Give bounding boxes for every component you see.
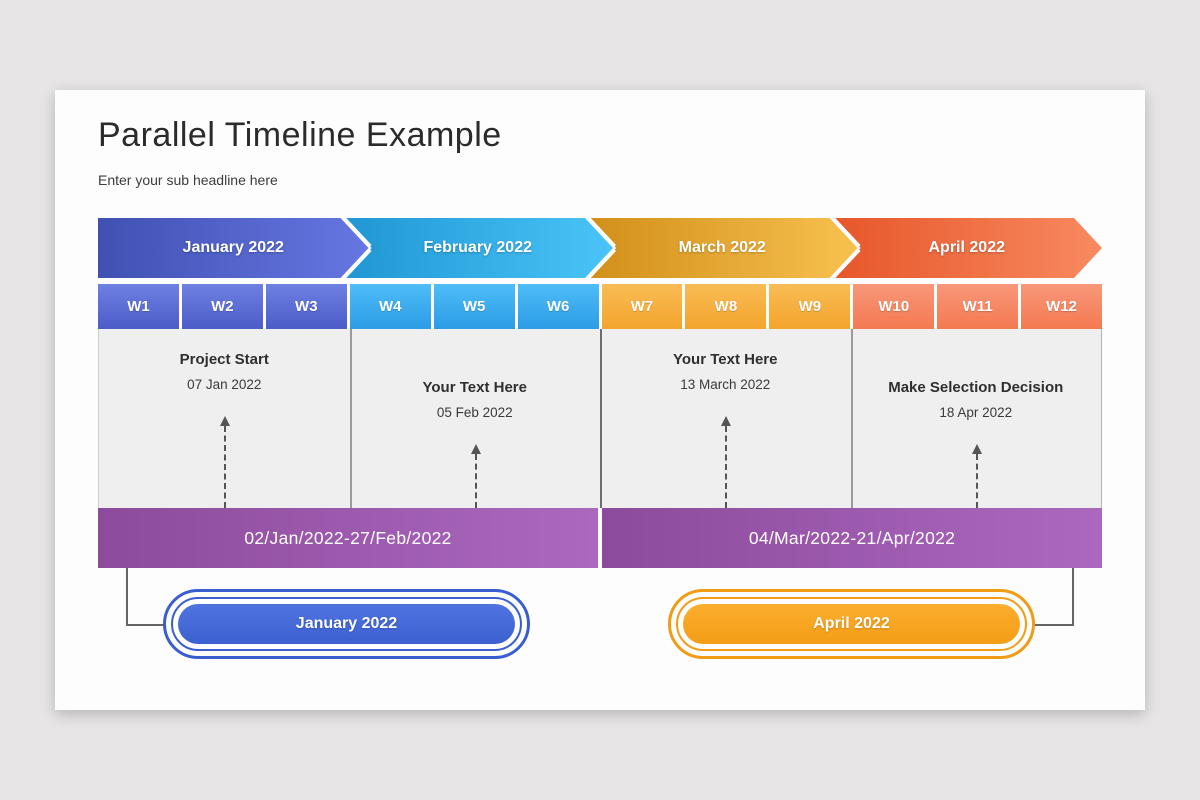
- week-cell-w12: W12: [1021, 284, 1103, 329]
- badge-footer: January 2022 April 2022: [98, 568, 1102, 698]
- badge-january-2022: January 2022: [163, 589, 530, 659]
- milestone-title: Your Text Here: [422, 379, 527, 396]
- week-cell-w8: W8: [685, 284, 767, 329]
- month-arrow-shape: March 2022: [587, 218, 858, 278]
- month-arrow-march: March 2022: [587, 218, 858, 278]
- connector-line: [126, 624, 166, 626]
- date-range-bar-2: 04/Mar/2022-21/Apr/2022: [602, 508, 1102, 568]
- dashed-up-arrow-icon: [220, 416, 231, 508]
- page-subtitle: Enter your sub headline here: [98, 172, 278, 188]
- badge-label: January 2022: [178, 604, 515, 644]
- dashed-up-arrow-icon: [721, 416, 732, 508]
- dashed-up-arrow-icon: [971, 444, 982, 508]
- column-divider: [349, 329, 352, 508]
- month-label: February 2022: [423, 239, 532, 256]
- badge-ring: January 2022: [171, 597, 522, 651]
- week-cell-w10: W10: [853, 284, 935, 329]
- connector-line: [126, 568, 128, 626]
- milestone-title: Make Selection Decision: [888, 379, 1064, 396]
- month-label: January 2022: [182, 239, 284, 256]
- column-divider-mid: [600, 329, 602, 508]
- month-arrow-shape: April 2022: [832, 218, 1103, 278]
- connector-line: [1072, 568, 1074, 626]
- week-cell-w5: W5: [433, 284, 515, 329]
- date-range-label: 04/Mar/2022-21/Apr/2022: [748, 527, 956, 548]
- milestone-project-start: Project Start 07 Jan 2022: [99, 329, 350, 508]
- date-range-bar-1: 02/Jan/2022-27/Feb/2022: [98, 508, 598, 568]
- column-divider: [850, 329, 853, 508]
- month-arrow-row: January 2022 February 2022 March 2022 Ap…: [98, 218, 1102, 278]
- milestone-date: 07 Jan 2022: [187, 377, 262, 392]
- milestone-feb: Your Text Here 05 Feb 2022: [350, 329, 601, 508]
- week-cell-w1: W1: [98, 284, 179, 329]
- month-arrow-shape: January 2022: [98, 218, 369, 278]
- month-label: March 2022: [678, 239, 766, 256]
- month-arrow-april: April 2022: [832, 218, 1103, 278]
- date-range-label: 02/Jan/2022-27/Feb/2022: [244, 527, 452, 548]
- week-cell-w9: W9: [769, 284, 851, 329]
- month-label: April 2022: [928, 239, 1005, 256]
- week-cell-w6: W6: [517, 284, 599, 329]
- milestone-march: Your Text Here 13 March 2022: [600, 329, 851, 508]
- milestone-area: Project Start 07 Jan 2022 Your Text Here…: [98, 329, 1102, 508]
- dashed-up-arrow-icon: [470, 444, 481, 508]
- milestone-date: 18 Apr 2022: [939, 405, 1013, 420]
- milestone-date: 05 Feb 2022: [436, 405, 513, 420]
- week-cell-w4: W4: [349, 284, 431, 329]
- week-cell-w3: W3: [265, 284, 347, 329]
- week-cell-w7: W7: [601, 284, 683, 329]
- week-cell-w11: W11: [937, 284, 1019, 329]
- week-cell-w2: W2: [181, 284, 263, 329]
- milestone-selection-decision: Make Selection Decision 18 Apr 2022: [851, 329, 1102, 508]
- milestone-date: 13 March 2022: [680, 377, 771, 392]
- page-title: Parallel Timeline Example: [98, 116, 502, 154]
- week-row: W1 W2 W3 W4 W5 W6 W7 W8 W9 W10 W11 W12: [98, 284, 1103, 329]
- month-arrow-shape: February 2022: [343, 218, 614, 278]
- connector-line: [1034, 624, 1074, 626]
- month-arrow-january: January 2022: [98, 218, 369, 278]
- month-arrow-february: February 2022: [343, 218, 614, 278]
- date-range-row: 02/Jan/2022-27/Feb/2022 04/Mar/2022-21/A…: [98, 508, 1102, 568]
- badge-label: April 2022: [683, 604, 1020, 644]
- badge-april-2022: April 2022: [668, 589, 1035, 659]
- slide-canvas: Parallel Timeline Example Enter your sub…: [55, 90, 1145, 710]
- milestone-title: Your Text Here: [673, 351, 778, 368]
- milestone-title: Project Start: [179, 351, 269, 368]
- badge-ring: April 2022: [676, 597, 1027, 651]
